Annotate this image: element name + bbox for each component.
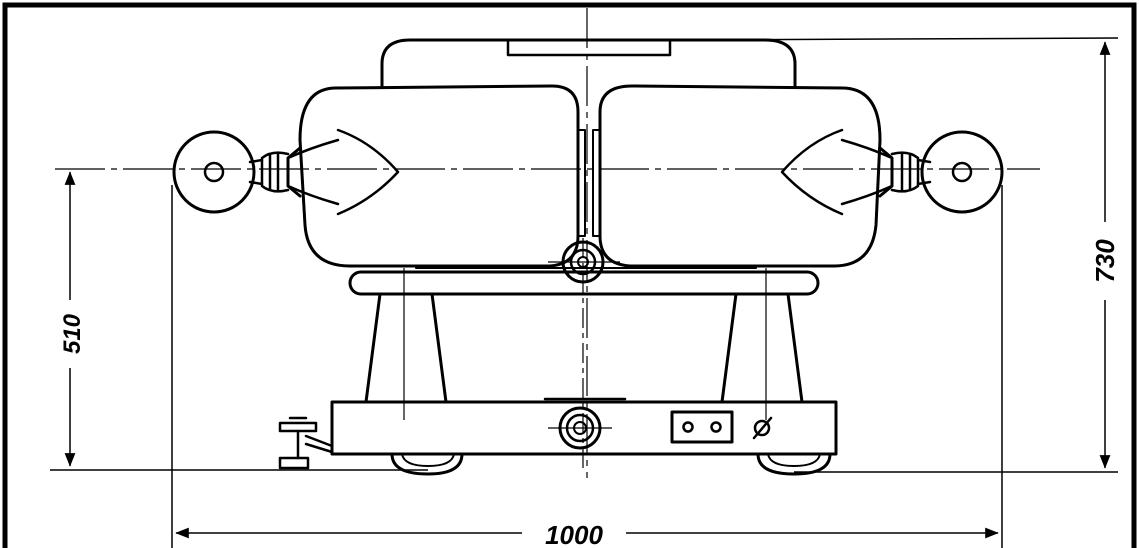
diameter-symbol-slash: [752, 416, 773, 440]
left-knob-hub: [203, 161, 225, 183]
left-arm-taper: [286, 138, 340, 206]
right-knob-hub: [951, 161, 973, 183]
left-wheel-inner: [401, 453, 455, 467]
left-knob: [172, 130, 256, 214]
right-bracket-mark: [780, 128, 844, 216]
extension-top: [669, 37, 1119, 41]
top-hood: [380, 38, 797, 88]
right-wheel: [756, 452, 832, 476]
socket-panel: [670, 410, 734, 444]
left-leg: [364, 292, 448, 404]
socket-right: [710, 421, 722, 433]
center-spine: [577, 129, 586, 237]
left-arm: [286, 146, 302, 198]
base-box: [330, 400, 838, 456]
top-handle: [506, 38, 672, 57]
center-lines: [55, 8, 1040, 478]
right-knob: [920, 130, 1004, 214]
dimension-height-total-label: 730: [1090, 239, 1120, 283]
right-arm: [878, 146, 894, 198]
dimension-width-label: 1000: [545, 520, 603, 548]
clamp-screw: [278, 416, 334, 470]
left-collar: [248, 151, 290, 193]
right-wheel-inner: [767, 453, 821, 467]
left-wheel: [390, 452, 464, 476]
diameter-symbol: [753, 419, 771, 437]
right-leg: [720, 292, 804, 404]
dimension-height-axis-label: 510: [59, 313, 86, 354]
left-bracket-mark: [336, 128, 400, 216]
right-arm-taper: [840, 138, 894, 206]
right-drum: [598, 84, 882, 268]
socket-left: [682, 421, 694, 433]
center-spine-right: [592, 129, 601, 237]
left-drum: [298, 84, 580, 268]
